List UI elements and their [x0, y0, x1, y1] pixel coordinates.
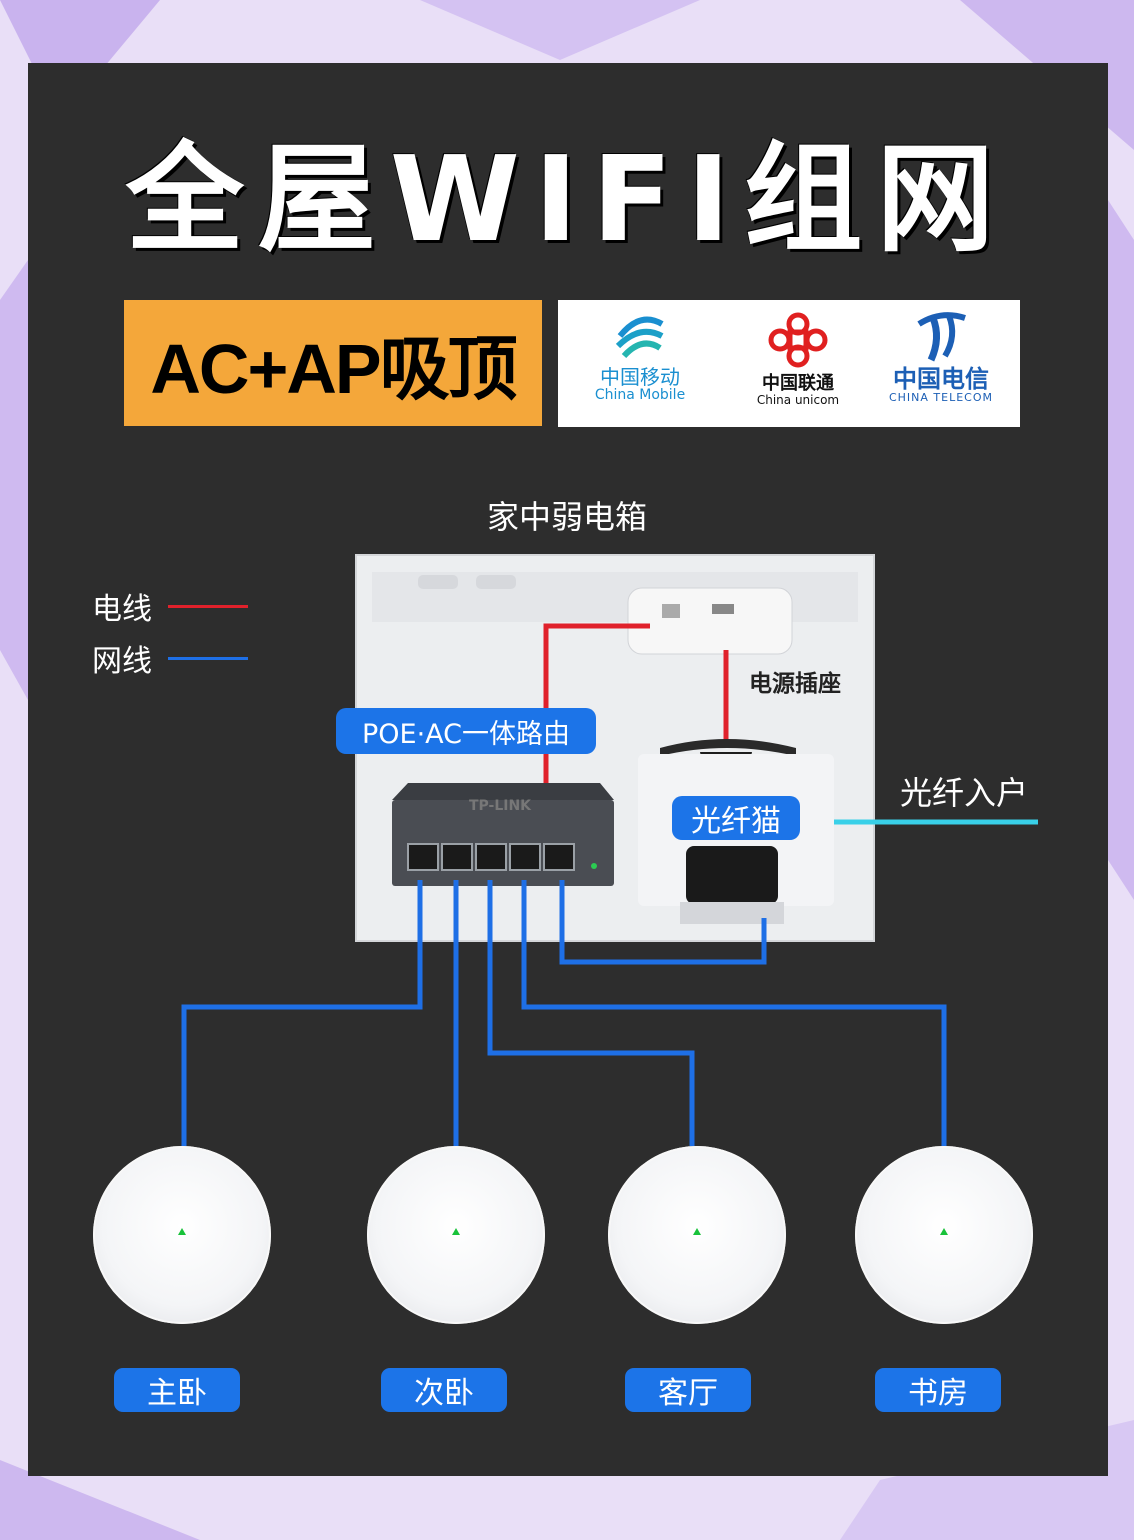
ceiling-ap-second-bedroom — [367, 1146, 545, 1324]
modem-label: 光纤猫 — [672, 796, 800, 840]
modem-antenna — [660, 739, 796, 756]
ceiling-ap-study — [855, 1146, 1033, 1324]
ceiling-ap-living-room — [608, 1146, 786, 1324]
china-telecom-cn: 中国电信 — [893, 365, 989, 393]
cable-master-bedroom — [181, 880, 423, 1146]
china-mobile-logo: 中国移动 China Mobile — [580, 300, 700, 427]
router-top — [392, 783, 614, 800]
ap-led-icon — [693, 1228, 701, 1235]
page-title: 全屋WIFI组网 — [125, 130, 1009, 268]
china-unicom-icon — [768, 312, 828, 368]
cable-living-room — [487, 880, 695, 1146]
outlet-label: 电源插座 — [749, 671, 841, 697]
room-label-living-room: 客厅 — [625, 1368, 751, 1412]
ap-led-icon — [178, 1228, 186, 1235]
cable-study — [521, 880, 947, 1146]
ap-led-icon — [452, 1228, 460, 1235]
china-unicom-en: China unicom — [756, 392, 840, 407]
distribution-box-label: 家中弱电箱 — [486, 498, 647, 536]
china-telecom-icon — [917, 312, 966, 362]
cable-modem — [559, 880, 767, 965]
china-unicom-logo: 中国联通 China unicom — [738, 300, 858, 427]
china-telecom-logo: 中国电信 CHINA TELECOM — [880, 300, 1002, 427]
fiber-label: 光纤入户 — [900, 774, 1029, 812]
china-mobile-icon — [615, 316, 664, 359]
power-strip — [627, 587, 793, 655]
ac-ap-badge: AC+AP吸顶 — [124, 300, 542, 426]
legend-power-label: 电线 — [92, 592, 152, 627]
ap-led-icon — [940, 1228, 948, 1235]
room-label-second-bedroom: 次卧 — [381, 1368, 507, 1412]
legend-network-line — [168, 657, 248, 660]
router-label: POE·AC一体路由 — [336, 708, 596, 754]
china-mobile-cn: 中国移动 — [600, 365, 680, 389]
china-mobile-en: China Mobile — [594, 387, 686, 403]
router-brand: TP-LINK — [469, 798, 532, 814]
legend-network-label: 网线 — [92, 644, 152, 679]
isp-logos: 中国移动 China Mobile 中国联通 China unicom 中国电信… — [558, 300, 1020, 427]
room-label-study: 书房 — [875, 1368, 1001, 1412]
room-label-master-bedroom: 主卧 — [114, 1368, 240, 1412]
legend-power-line — [168, 605, 248, 608]
china-telecom-en: CHINA TELECOM — [888, 391, 994, 405]
ceiling-ap-master-bedroom — [93, 1146, 271, 1324]
china-unicom-cn: 中国联通 — [762, 373, 834, 394]
